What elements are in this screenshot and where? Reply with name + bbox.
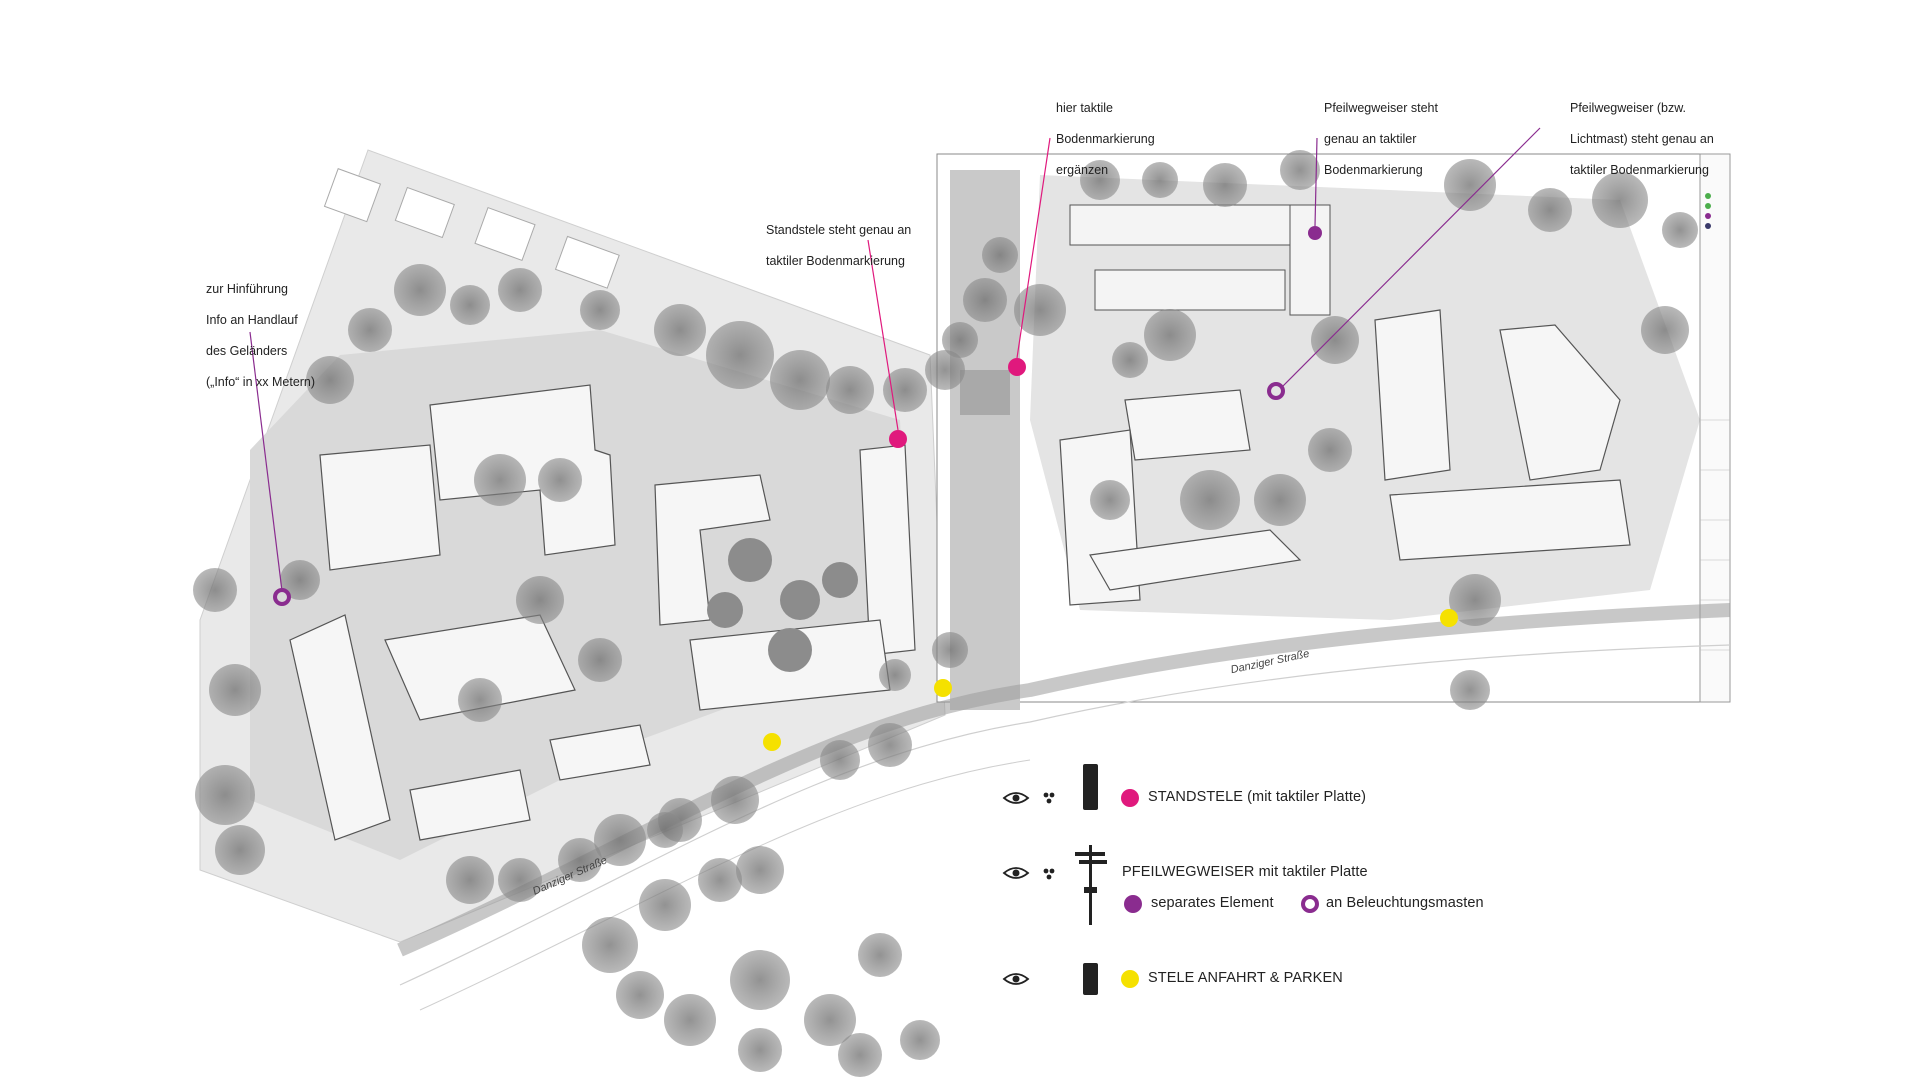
trees [193, 150, 1698, 1077]
standstele-marker-1 [889, 430, 907, 448]
annotation-pfeilwegweiser-2: Pfeilwegweiser (bzw. Lichtmast) steht ge… [1570, 100, 1714, 177]
annotation-standstele: Standstele steht genau an taktiler Boden… [766, 222, 912, 268]
separates-legend-dot [1124, 895, 1142, 913]
stele-anfahrt-marker-2 [934, 679, 952, 697]
braille-dots-icon [1043, 868, 1055, 880]
standstele-markers [889, 358, 1026, 448]
standstele-marker-2 [1008, 358, 1026, 376]
legend-stele-anfahrt: STELE ANFAHRT & PARKEN [1148, 970, 1343, 986]
eye-icon [1002, 973, 1030, 985]
stele-anfahrt-marker-3 [1440, 609, 1458, 627]
stele-icon [1083, 963, 1098, 995]
legend-pfeilwegweiser: PFEILWEGWEISER mit taktiler Platte [1122, 864, 1368, 880]
legend-separates-element: separates Element [1151, 895, 1274, 911]
legend-beleuchtungsmasten: an Beleuchtungsmasten [1326, 895, 1484, 911]
signpost-icon [1075, 845, 1107, 925]
pfeilwegweiser-marker-mast-2 [1267, 382, 1285, 400]
legend-icons [1002, 764, 1319, 995]
eye-icon [1002, 792, 1030, 804]
annotation-ergaenzen: hier taktile Bodenmarkierung ergänzen [1056, 100, 1155, 177]
standstele-legend-dot [1121, 789, 1139, 807]
annotation-hinfuehrung: zur Hinführung Info an Handlauf des Gelä… [206, 281, 316, 389]
stele-anfahrt-marker-1 [763, 733, 781, 751]
stele-anfahrt-markers [763, 609, 1458, 751]
beleuchtung-legend-dot [1301, 895, 1319, 913]
legend-standstele: STANDSTELE (mit taktiler Platte) [1148, 789, 1367, 805]
stele-icon [1083, 764, 1098, 810]
annotation-pfeilwegweiser-1: Pfeilwegweiser steht genau an taktiler B… [1324, 100, 1438, 177]
braille-dots-icon [1043, 792, 1055, 804]
leader-lines [249, 127, 1541, 592]
eye-icon [1002, 867, 1030, 879]
pfeilwegweiser-marker-separate [1308, 226, 1322, 240]
stele-anfahrt-legend-dot [1121, 970, 1139, 988]
